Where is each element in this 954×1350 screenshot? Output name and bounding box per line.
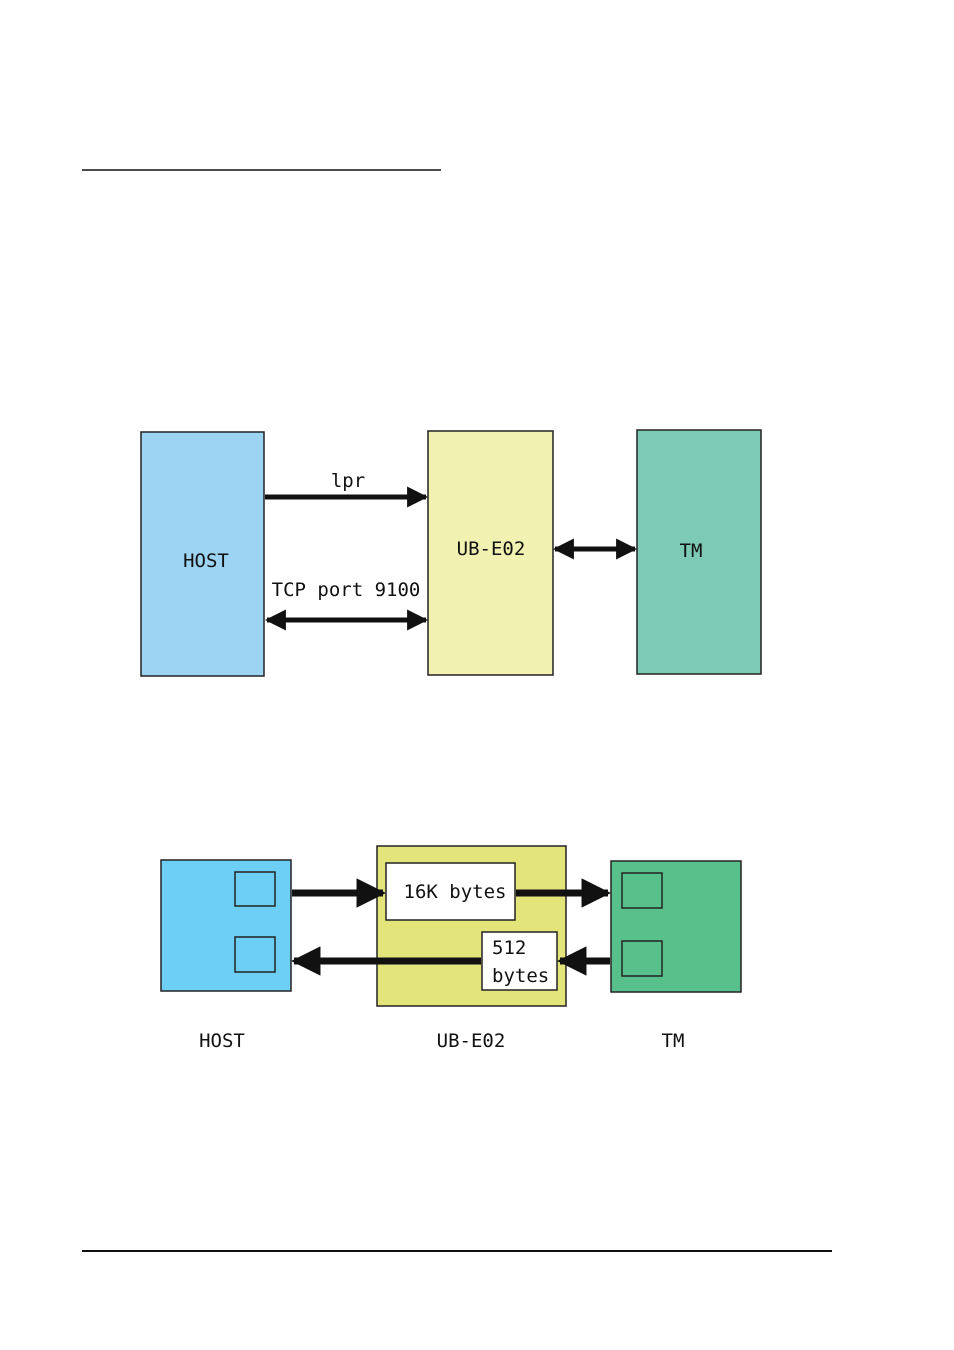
- ube02-label: UB-E02: [457, 538, 526, 560]
- tcp-port-label: TCP port 9100: [272, 579, 421, 601]
- lpr-label: lpr: [331, 470, 365, 492]
- recv-buffer-label-2: bytes: [492, 965, 549, 987]
- host-caption: HOST: [199, 1030, 245, 1052]
- diagram-1: HOST UB-E02 TM lpr TCP port 9100: [141, 430, 761, 676]
- recv-buffer-label-1: 512: [492, 937, 526, 959]
- tm-buffer-box: [611, 861, 741, 992]
- send-buffer-label: 16K bytes: [404, 881, 507, 903]
- diagram-2: 16K bytes 512 bytes HOST UB-E02 TM: [161, 846, 741, 1052]
- host-label: HOST: [183, 550, 229, 572]
- tm-caption: TM: [662, 1030, 685, 1052]
- tm-label: TM: [680, 540, 703, 562]
- ube02-caption: UB-E02: [437, 1030, 506, 1052]
